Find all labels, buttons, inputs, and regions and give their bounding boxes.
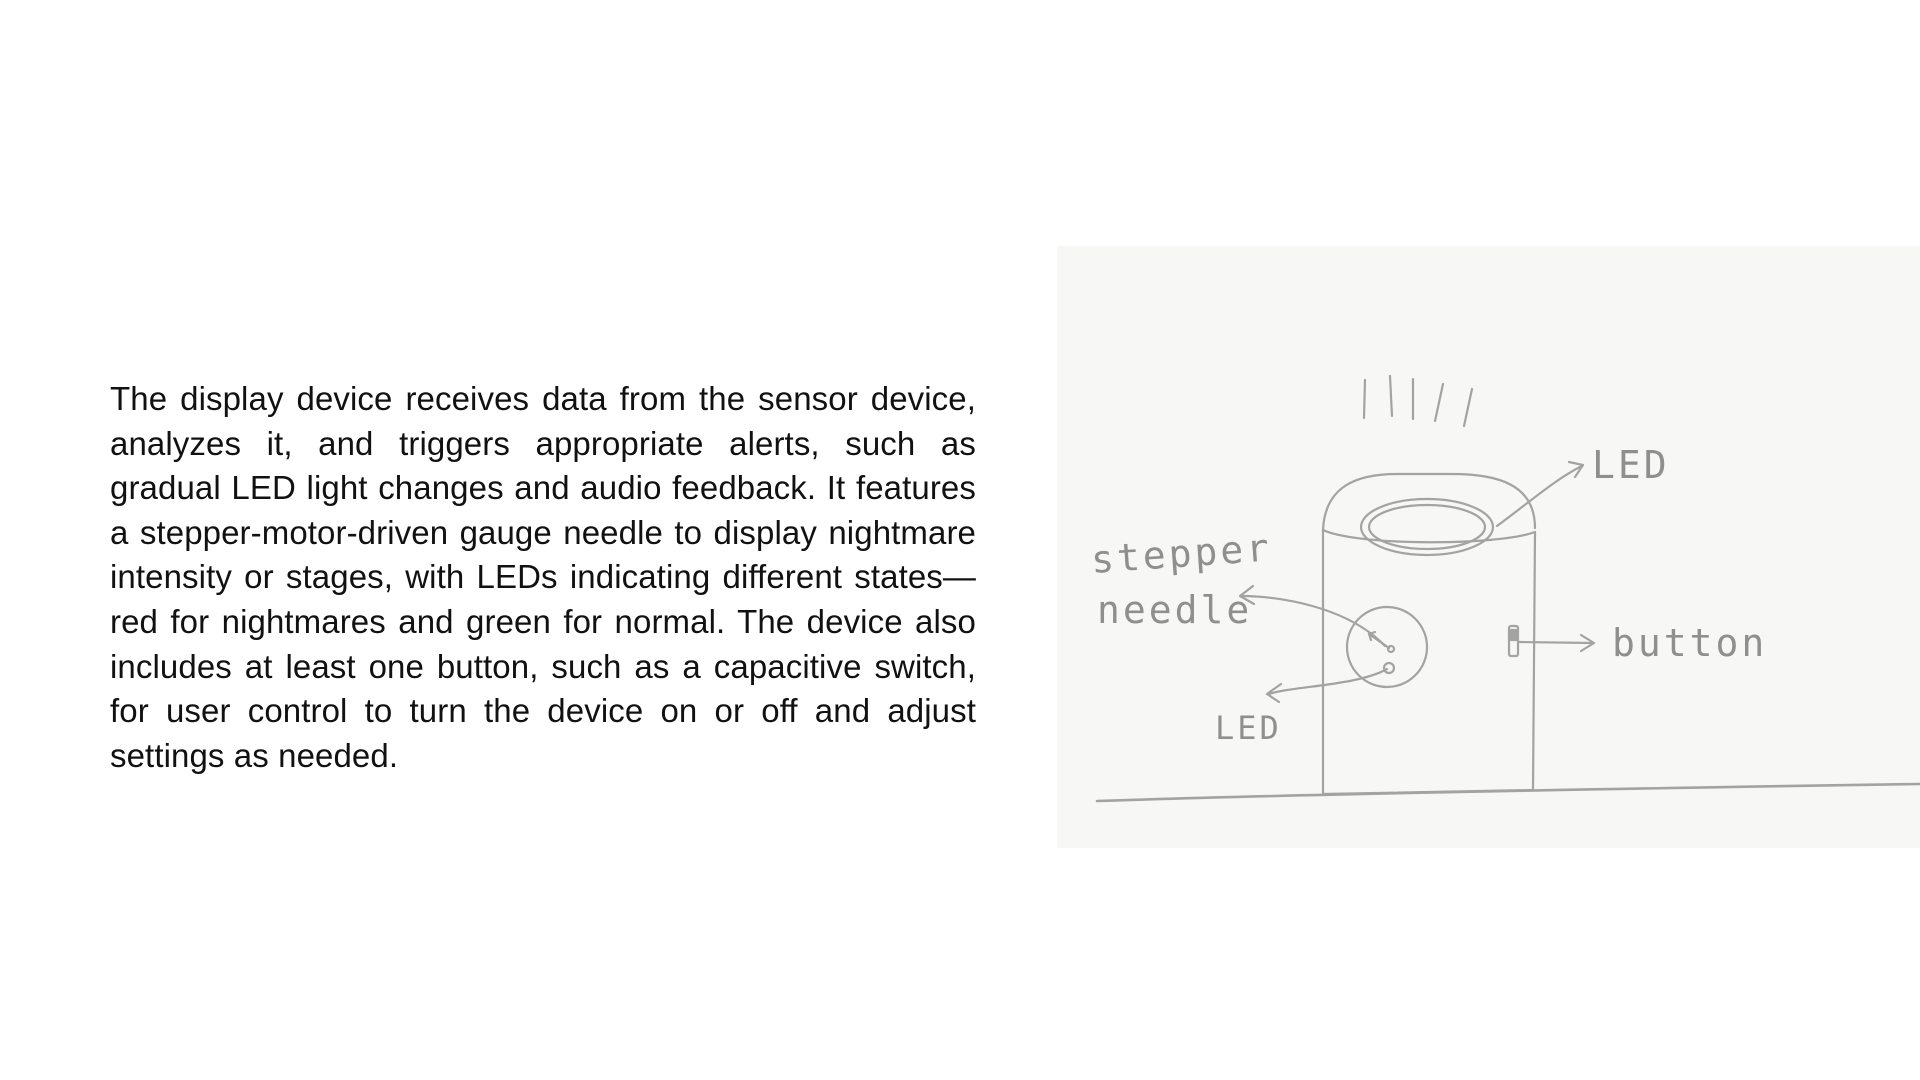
stepper-label: stepper bbox=[1090, 525, 1274, 582]
button-switch bbox=[1507, 624, 1520, 658]
led-top-label: LED bbox=[1592, 443, 1670, 487]
device-sketch-drawing: LED stepper needle button LED bbox=[1090, 374, 1920, 803]
gauge-needle-dial bbox=[1345, 605, 1429, 689]
ground-line bbox=[1095, 782, 1920, 803]
button-label: button bbox=[1612, 621, 1767, 665]
needle-label: needle bbox=[1097, 588, 1252, 632]
emission-lines bbox=[1362, 374, 1474, 428]
description-paragraph: The display device receives data from th… bbox=[110, 380, 976, 774]
device-sketch: LED stepper needle button LED bbox=[1057, 246, 1920, 848]
led-bottom-label: LED bbox=[1215, 709, 1282, 747]
annotation-arrows bbox=[1238, 460, 1596, 704]
